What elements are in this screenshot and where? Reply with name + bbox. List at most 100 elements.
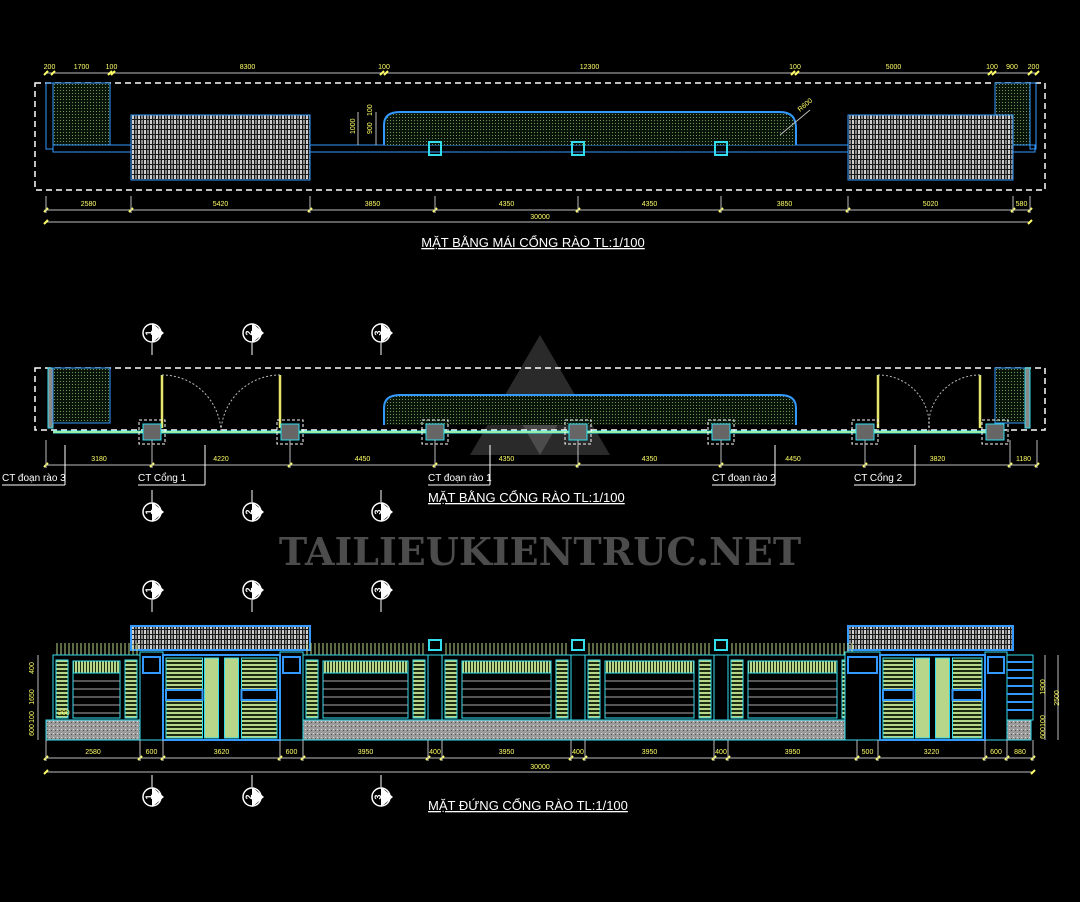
gate-pillar	[844, 651, 881, 741]
vertical-dim: 1900	[1040, 679, 1047, 695]
total-dimension: 30000	[530, 214, 550, 221]
dimension-label: 3950	[358, 749, 374, 756]
axis-marker: 2	[242, 580, 264, 612]
panel-frame	[461, 672, 552, 719]
axis-arrow-icon	[152, 323, 164, 343]
dimension-label: 200	[44, 64, 56, 71]
column	[425, 423, 445, 441]
dimension-label: 4350	[642, 456, 658, 463]
pillar-niche	[142, 656, 161, 674]
dimension-label: 4350	[499, 456, 515, 463]
axis-number: 2	[244, 330, 254, 335]
column	[280, 423, 300, 441]
axis-number: 3	[373, 509, 383, 514]
vertical-slat-band	[322, 660, 409, 674]
axis-number: 1	[144, 509, 154, 514]
axis-arrow-icon	[381, 323, 393, 343]
roof-tiles-right	[847, 114, 1014, 181]
door-swing-arc	[877, 374, 981, 433]
axis-number: 3	[373, 794, 383, 799]
dimension-label: 400	[429, 749, 441, 756]
dim-tick	[43, 70, 49, 76]
boundary-dashed	[34, 82, 1046, 191]
planter-left	[52, 82, 111, 146]
vertical-dim: 2500	[1054, 690, 1061, 706]
axis-arrow-icon	[252, 502, 264, 522]
dimension-label: 100	[789, 64, 801, 71]
dimension-label: 2580	[85, 749, 101, 756]
gate-leaf-panel	[204, 657, 219, 739]
dimension-label: 100	[378, 64, 390, 71]
panel-frame	[72, 672, 121, 719]
slat-column	[587, 659, 601, 719]
dimension-label: 3620	[214, 749, 230, 756]
dimension-label: 4450	[785, 456, 801, 463]
column	[711, 423, 731, 441]
axis-marker: 2	[242, 775, 264, 807]
boundary-dashed	[34, 367, 1046, 431]
dimension-label: 2580	[81, 201, 97, 208]
wall	[45, 82, 54, 150]
gate-leaf-panel	[935, 657, 950, 739]
axis-marker: 3	[371, 580, 393, 612]
dimension-label: 3820	[930, 456, 946, 463]
fence-post	[713, 654, 729, 721]
dimension-label: 3180	[91, 456, 107, 463]
dim-tick	[794, 70, 800, 76]
dimension-label: 3850	[777, 201, 793, 208]
post-cap	[428, 639, 442, 651]
dimension-label: 400	[572, 749, 584, 756]
slat-column	[412, 659, 426, 719]
column	[714, 141, 728, 156]
axis-marker: 3	[371, 490, 393, 522]
rounded-planter	[383, 394, 797, 425]
dimension-label: 5020	[923, 201, 939, 208]
dim-tick	[383, 70, 389, 76]
gate-window	[240, 689, 278, 701]
axis-number: 2	[244, 794, 254, 799]
door-swing-arc	[161, 374, 281, 433]
watermark: TAILIEUKIENTRUC.NET	[279, 335, 801, 574]
vertical-dim: 400	[29, 662, 36, 674]
axis-marker: 2	[242, 490, 264, 522]
dimension-label: 5000	[886, 64, 902, 71]
dimension-label: 3950	[642, 749, 658, 756]
dimension-label: 880	[1014, 749, 1026, 756]
vertical-dim: 900	[367, 122, 374, 134]
slat-column	[55, 659, 69, 719]
wall	[1029, 82, 1037, 150]
axis-arrow-icon	[152, 502, 164, 522]
watermark-text: TAILIEUKIENTRUC.NET	[279, 529, 801, 574]
vertical-slat-band	[72, 660, 121, 674]
axis-arrow-icon	[252, 787, 264, 807]
dimension-label: 600	[146, 749, 158, 756]
side-slats	[1006, 654, 1034, 721]
axis-marker: 3	[371, 323, 393, 355]
slat-column	[730, 659, 744, 719]
panel-frame	[747, 672, 838, 719]
slat-column	[555, 659, 569, 719]
vertical-slat-band	[604, 660, 695, 674]
axis-marker: 1	[142, 323, 164, 355]
axis-arrow-icon	[252, 580, 264, 600]
section-title: MẶT ĐỨNG CỔNG RÀO TL:1/100	[428, 798, 628, 813]
axis-arrow-icon	[381, 502, 393, 522]
column	[142, 423, 162, 441]
vertical-dim: 600	[1040, 727, 1047, 739]
vertical-slat-band	[747, 660, 838, 674]
callout-label: CT Cổng 1	[138, 472, 187, 484]
planter-right	[994, 367, 1026, 424]
fence-post	[427, 654, 443, 721]
gate-window	[882, 689, 915, 701]
callout-label: CT đoạn rào 3	[2, 473, 66, 484]
dim-tick	[987, 70, 993, 76]
dimension-label: 500	[862, 749, 874, 756]
dim-tick	[43, 219, 49, 225]
callout-label: CT Cổng 2	[854, 472, 903, 484]
dimension-label: 1700	[74, 64, 90, 71]
vertical-slat-band	[461, 660, 552, 674]
dim-tick	[790, 70, 796, 76]
fence-post	[570, 654, 586, 721]
